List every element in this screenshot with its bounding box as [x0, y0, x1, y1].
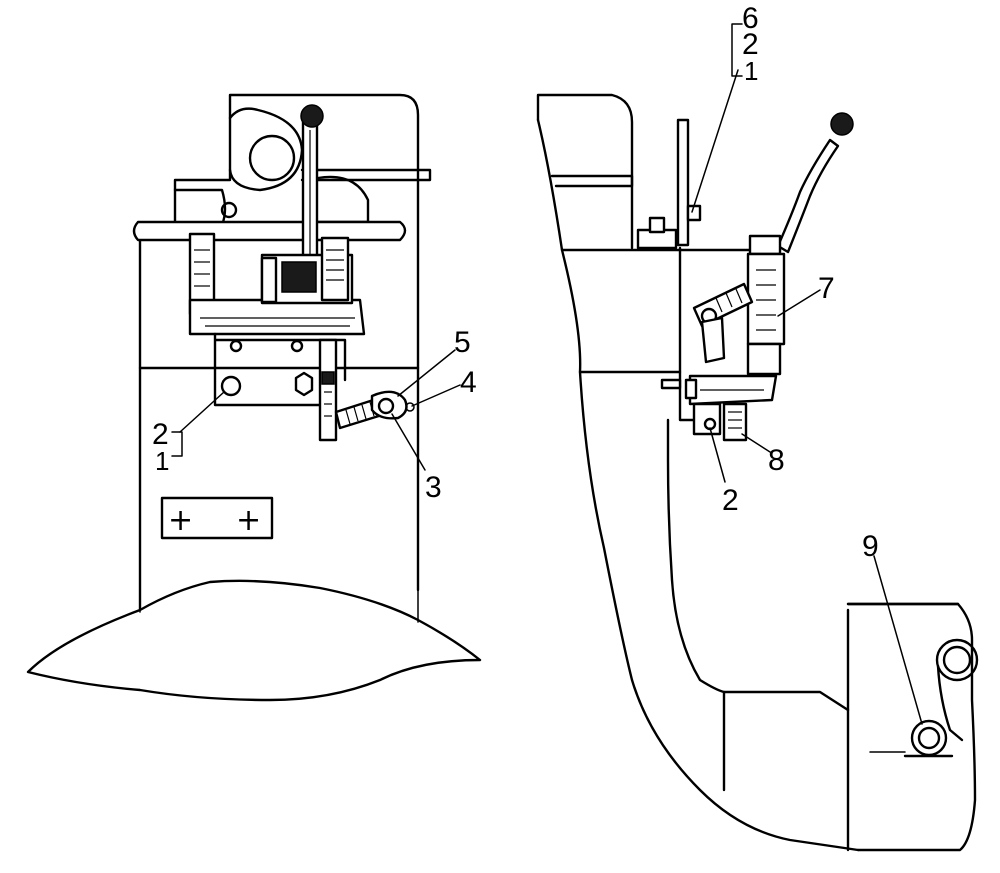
- right-component-7-top: [748, 234, 782, 256]
- right-lower-step: [722, 690, 850, 712]
- left-boss-hole: [248, 134, 296, 182]
- right-lever: [776, 138, 840, 254]
- right-body-inner: [666, 418, 726, 792]
- left-yoke: [370, 390, 408, 420]
- left-mechanism-spring: [320, 236, 350, 302]
- left-bracket-bolt-1: [220, 375, 242, 397]
- right-body-outer: [536, 118, 860, 852]
- left-cover: [316, 175, 370, 224]
- left-body-outline: [138, 93, 420, 612]
- left-washer: [405, 402, 415, 412]
- leader-right-9: [873, 555, 923, 725]
- left-plate-symbol-left: +: [168, 503, 193, 538]
- label-right-9: 9: [862, 530, 879, 563]
- left-view: + + 5 4 3 2 1: [26, 93, 482, 702]
- right-damper: [700, 316, 726, 364]
- left-lower-bracket: [213, 332, 347, 407]
- label-left-3: 3: [425, 471, 442, 504]
- leader-left-3: [391, 413, 426, 471]
- leader-left-4: [411, 384, 461, 407]
- leader-right-621: [691, 69, 739, 213]
- leader-left-21: [179, 391, 225, 433]
- left-bracket-nut-2: [294, 371, 314, 397]
- leader-right-2: [709, 427, 726, 483]
- label-right-6: 6: [742, 2, 759, 35]
- label-left-5: 5: [454, 326, 471, 359]
- right-pivot-9: [910, 719, 948, 757]
- right-cylinder: [692, 282, 754, 328]
- right-component-8: [722, 402, 748, 442]
- right-view: 6 2 1 7 8 2 9: [536, 2, 979, 852]
- right-strap: [550, 174, 634, 188]
- label-left-2: 2: [152, 418, 169, 451]
- label-right-1-top: 1: [744, 56, 758, 86]
- label-right-8: 8: [768, 444, 785, 477]
- left-linkage-plate: [188, 298, 366, 336]
- label-left-4: 4: [460, 366, 477, 399]
- left-strap: [300, 168, 432, 182]
- right-upper-boss: [935, 638, 979, 682]
- left-bracket-tab: [173, 188, 227, 227]
- bracket-right-621: [731, 23, 743, 77]
- left-dome: [26, 579, 482, 702]
- left-plate-symbol-right: +: [236, 503, 261, 538]
- left-tab-bolt: [220, 201, 238, 219]
- label-right-7: 7: [818, 272, 835, 305]
- bracket-left-21: [171, 431, 183, 457]
- left-id-plate: [160, 496, 274, 540]
- label-right-2-top: 2: [742, 28, 759, 61]
- right-top-cap: [536, 93, 634, 250]
- right-pivot-9-inner: [917, 726, 941, 750]
- left-yoke-pin: [377, 397, 395, 415]
- right-lever-knob: [830, 112, 854, 136]
- leader-right-7: [777, 289, 821, 317]
- label-left-1: 1: [155, 446, 169, 476]
- right-upper-boss-inner: [942, 645, 972, 675]
- left-lever-knob: [300, 104, 324, 128]
- right-component-7: [746, 252, 786, 346]
- left-mechanism-housing: [281, 261, 317, 293]
- left-flange-plate: [132, 220, 407, 242]
- label-right-2: 2: [722, 484, 739, 517]
- right-lower-housing: [846, 602, 977, 852]
- left-rod: [318, 338, 338, 442]
- leader-left-5: [397, 349, 456, 397]
- right-vertical-strip: [676, 118, 690, 247]
- right-component-7-lower: [746, 342, 782, 376]
- leader-right-8: [741, 433, 771, 453]
